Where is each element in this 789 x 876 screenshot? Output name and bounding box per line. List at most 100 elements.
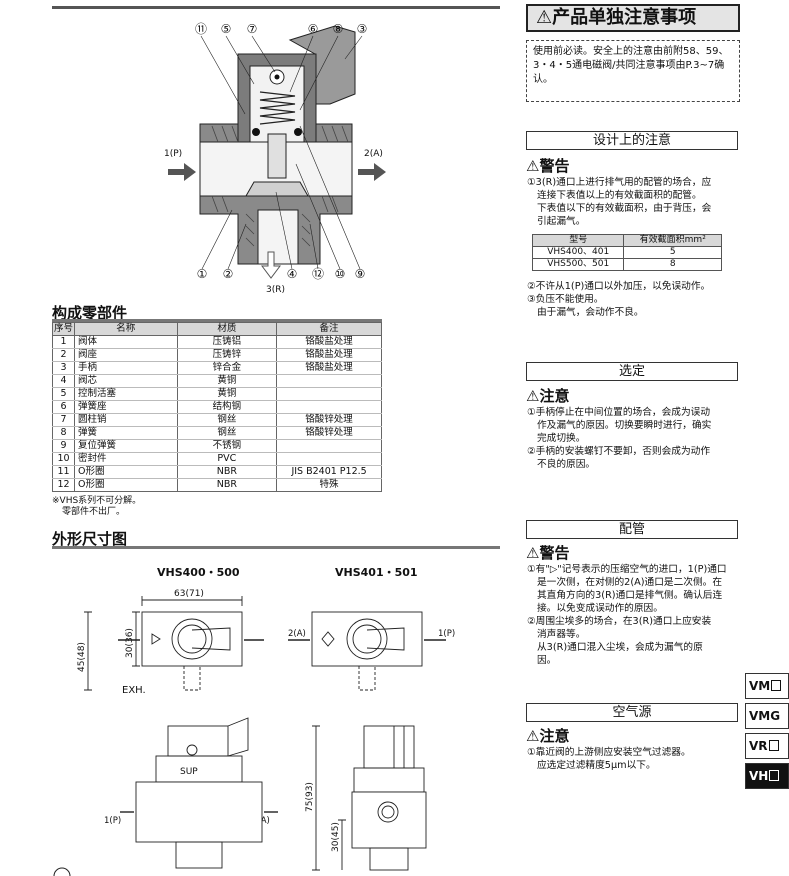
cell-name: 阀座 xyxy=(73,348,178,362)
cell-remark: JIS B2401 P12.5 xyxy=(276,465,382,479)
cell-remark xyxy=(276,400,382,414)
callout-6: ⑥ xyxy=(308,22,319,36)
select-section-title: 选定 xyxy=(526,362,738,381)
cell-remark: 铬酸锌处理 xyxy=(276,426,382,440)
cell-remark: 铬酸盐处理 xyxy=(276,335,382,349)
area-header-model: 型号 xyxy=(531,234,625,247)
cell-name: 弹簧座 xyxy=(73,400,178,414)
cell-material: 钢丝 xyxy=(176,413,278,427)
callout-9: ⑨ xyxy=(355,267,366,281)
port-p-label-front: 1(P) xyxy=(104,816,121,826)
cell-material: 压铸锌 xyxy=(176,348,278,362)
cell-no: 1 xyxy=(52,335,75,349)
cell-name: 复位弹簧 xyxy=(73,439,178,453)
cell-no: 3 xyxy=(52,361,75,375)
callout-12: ⑫ xyxy=(312,267,324,281)
cell-no: 9 xyxy=(52,439,75,453)
square-icon xyxy=(771,680,782,691)
dims-title: 外形尺寸图 xyxy=(52,530,128,548)
height-30b-label: 30(45) xyxy=(331,822,341,852)
air-items: ①靠近阀的上游侧应安装空气过滤器。 应选定过滤精度5μm以下。 xyxy=(527,747,691,771)
design-item-2-3: ②不许从1(P)通口以外加压，以免误动作。 ③负压不能使用。 由于漏气，会动作不… xyxy=(527,281,711,318)
design-item-1: ①3(R)通口上进行排气用的配管的场合，应 连接下表值以上的有效截面积的配管。 … xyxy=(527,177,712,227)
square-icon xyxy=(769,770,780,781)
dims-rule xyxy=(52,546,500,549)
cell-remark: 铬酸盐处理 xyxy=(276,348,382,362)
port-3-label: 3(R) xyxy=(266,285,285,295)
select-caution-heading: ⚠注意 xyxy=(526,387,570,405)
cell-material: 钢丝 xyxy=(176,426,278,440)
main-title: ⚠产品单独注意事项 xyxy=(526,4,740,32)
caution-icon: ⚠ xyxy=(526,727,540,745)
top-rule xyxy=(52,6,500,9)
cell-remark: 铬酸盐处理 xyxy=(276,361,382,375)
select-items: ①手柄停止在中间位置的场合，会成为误动 作及漏气的原因。切换要瞬时进行，确实 完… xyxy=(527,407,712,470)
exh-label: EXH. xyxy=(122,685,146,696)
cell-name: 弹簧 xyxy=(73,426,178,440)
model-b-label: VHS401・501 xyxy=(335,566,418,579)
model-a-label: VHS400・500 xyxy=(157,566,240,579)
cell-remark xyxy=(276,452,382,466)
area-header-area: 有效截面积mm² xyxy=(623,234,722,247)
warning-icon: ⚠ xyxy=(526,157,540,175)
port-p-label-b: 1(P) xyxy=(438,629,455,639)
parts-note-2: 零部件不出厂。 xyxy=(62,507,126,517)
intro-note: 使用前必读。安全上的注意由前附58、59、3・4・5通电磁阀/共同注意事项由P.… xyxy=(526,40,740,102)
tab-vh[interactable]: VH xyxy=(745,763,789,789)
callout-3: ③ xyxy=(357,22,368,36)
cell-name: 密封件 xyxy=(73,452,178,466)
height-75-label: 75(93) xyxy=(305,782,315,812)
design-section-title: 设计上的注意 xyxy=(526,131,738,150)
cell-remark xyxy=(276,387,382,401)
tab-vr[interactable]: VR xyxy=(745,733,789,759)
cell-material: PVC xyxy=(176,452,278,466)
cell-no: 7 xyxy=(52,413,75,427)
cell-material: 压铸铝 xyxy=(176,335,278,349)
dimension-drawings: VHS400・500 VHS401・501 63(71) EXH. 2(A) 1… xyxy=(53,566,455,876)
parts-title: 构成零部件 xyxy=(52,304,128,322)
callout-5: ⑤ xyxy=(221,22,232,36)
piping-warning-heading: ⚠警告 xyxy=(526,544,570,562)
tab-vm[interactable]: VM xyxy=(745,673,789,699)
height-45-label: 45(48) xyxy=(77,642,87,672)
square-icon xyxy=(768,740,779,751)
port-1-label: 1(P) xyxy=(164,149,182,159)
width-label: 63(71) xyxy=(174,589,204,599)
cell-no: 8 xyxy=(52,426,75,440)
cell-name: 控制活塞 xyxy=(73,387,178,401)
parts-note-1: ※VHS系列不可分解。 xyxy=(52,496,142,506)
cell-material: 黄铜 xyxy=(176,374,278,388)
cell-no: 4 xyxy=(52,374,75,388)
cell-material: 锌合金 xyxy=(176,361,278,375)
cell-no: 2 xyxy=(52,348,75,362)
cell-material: 黄铜 xyxy=(176,387,278,401)
cell-no: 12 xyxy=(52,478,75,492)
callout-8: ⑧ xyxy=(333,22,344,36)
cell-material: 不锈钢 xyxy=(176,439,278,453)
cell-no: 5 xyxy=(52,387,75,401)
cell-name: 阀体 xyxy=(73,335,178,349)
piping-section-title: 配管 xyxy=(526,520,738,539)
caution-icon: ⚠ xyxy=(526,387,540,405)
cell-no: 11 xyxy=(52,465,75,479)
col-header-material: 材质 xyxy=(176,322,278,336)
callout-7: ⑦ xyxy=(247,22,258,36)
valve-cross-section-diagram: ⑪ ⑤ ⑦ ⑥ ⑧ ③ ① ② ④ ⑫ ⑩ ⑨ 1(P) 2(A) 3(R) xyxy=(164,22,386,295)
cell-remark: 铬酸锌处理 xyxy=(276,413,382,427)
tab-vmg[interactable]: VMG xyxy=(745,703,789,729)
cell-name: 圆柱销 xyxy=(73,413,178,427)
